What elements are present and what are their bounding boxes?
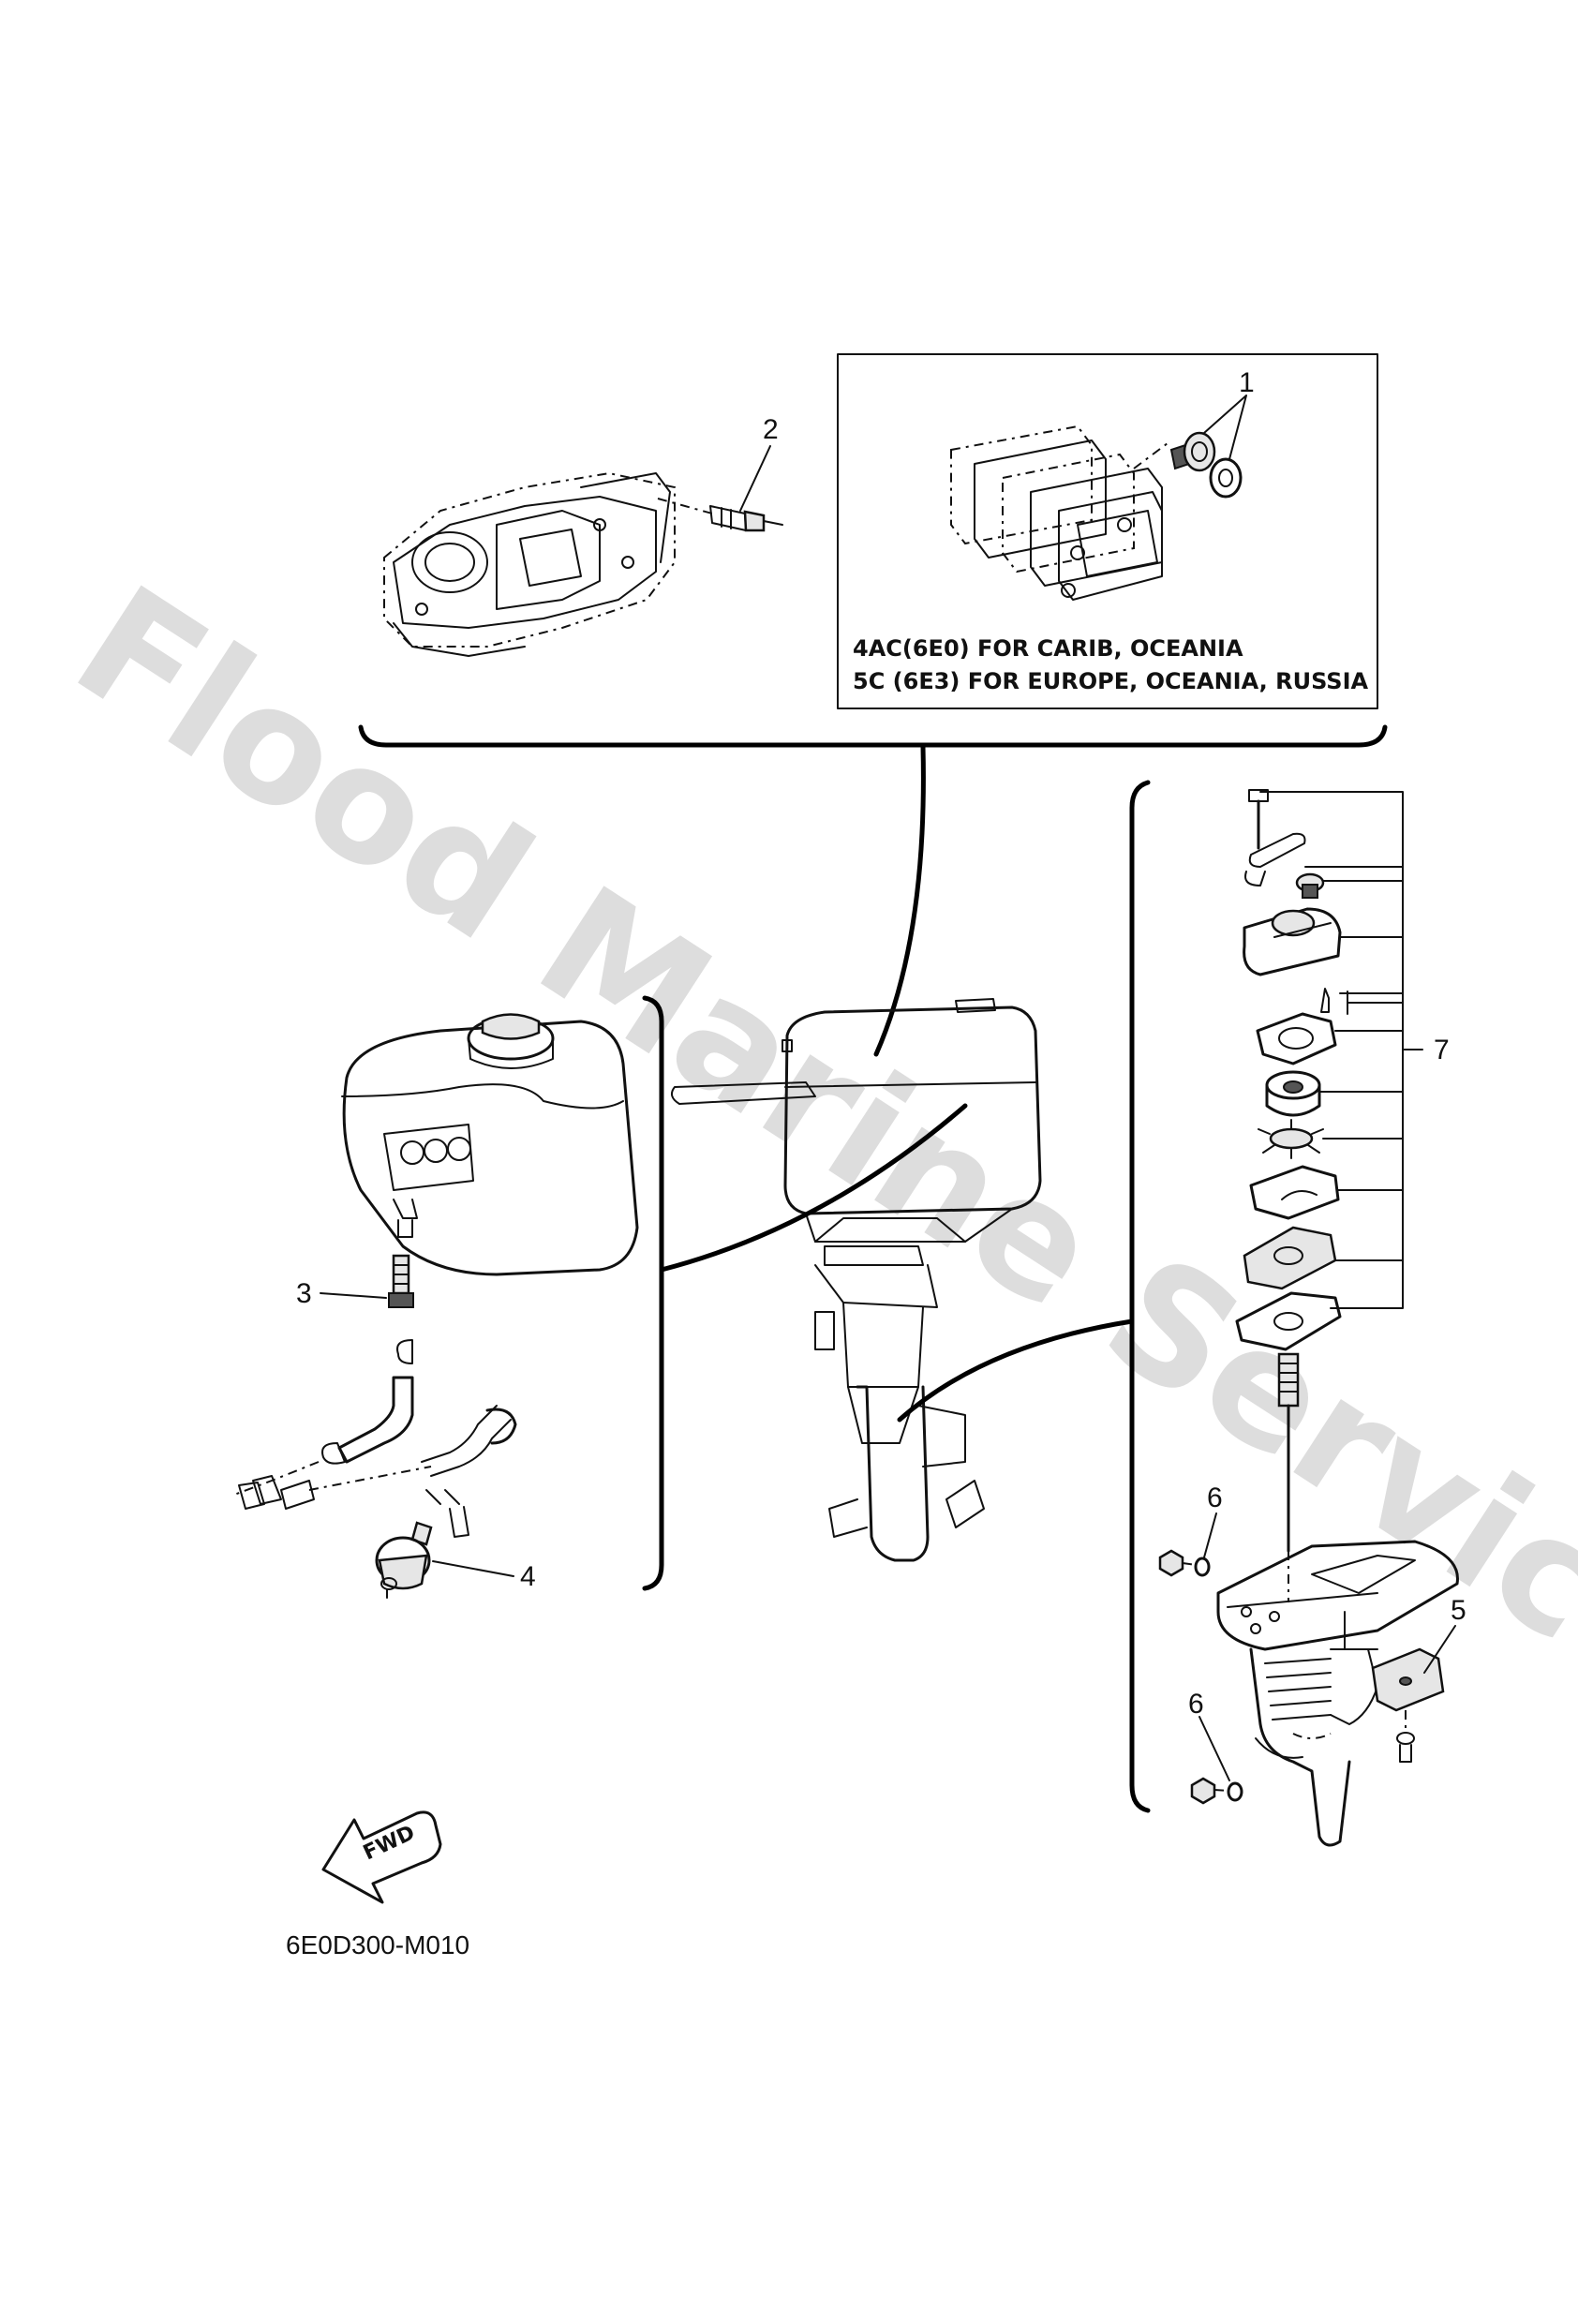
right-bracket: [1129, 780, 1151, 1813]
leader-line-4: [432, 1560, 514, 1577]
left-bracket: [642, 995, 664, 1591]
lower-unit-illustration: [1216, 1540, 1459, 1847]
leader-line-7: [1259, 791, 1423, 1309]
anode-illustration: [1344, 1611, 1445, 1763]
leader-line-5: [1423, 1625, 1456, 1674]
fuel-filter-illustration: [375, 1521, 433, 1599]
leader-line-3: [320, 1292, 387, 1299]
connector-left: [659, 1103, 968, 1273]
part-number-7: 7: [1434, 1035, 1450, 1065]
region-note-box: [837, 353, 1378, 709]
drawing-code: 6E0D300-M010: [286, 1930, 469, 1959]
bolt-upper-illustration: [1158, 1549, 1211, 1577]
outboard-motor-illustration: [670, 998, 1042, 1562]
leader-line-6b: [1198, 1716, 1230, 1781]
region-note-line-2: 5C (6E3) FOR EUROPE, OCEANIA, RUSSIA: [853, 668, 1368, 694]
fuel-joint-illustration: [388, 1254, 414, 1308]
fuel-tank-illustration: [341, 1013, 639, 1276]
thermostat-illustration: [1169, 431, 1243, 499]
connector-right: [897, 1318, 1135, 1423]
bolt-lower-illustration: [1190, 1777, 1243, 1805]
part-number-4: 4: [520, 1561, 536, 1592]
part-number-2: 2: [763, 414, 779, 445]
watermark-text: Flood Marine Services: [45, 551, 1578, 1788]
water-pump-illustration: [1235, 789, 1348, 1351]
fuel-hose-illustration: [233, 1339, 517, 1538]
part-number-3: 3: [296, 1278, 312, 1309]
connector-top: [873, 744, 926, 1057]
part-number-5: 5: [1451, 1595, 1466, 1626]
forward-arrow-icon: FWD: [321, 1810, 442, 1904]
leader-line-1: [1203, 395, 1247, 460]
part-number-6b: 6: [1188, 1689, 1204, 1720]
spark-plug-illustration: [657, 498, 783, 532]
exhaust-cover-illustration: [950, 425, 1172, 601]
part-number-1: 1: [1239, 367, 1255, 398]
top-bracket: [358, 724, 1388, 748]
region-note-line-1: 4AC(6E0) FOR CARIB, OCEANIA: [853, 635, 1243, 662]
leader-line-6a: [1203, 1512, 1217, 1558]
part-number-6a: 6: [1207, 1482, 1223, 1513]
leader-line-2: [739, 445, 771, 512]
powerhead-illustration: [383, 471, 676, 657]
